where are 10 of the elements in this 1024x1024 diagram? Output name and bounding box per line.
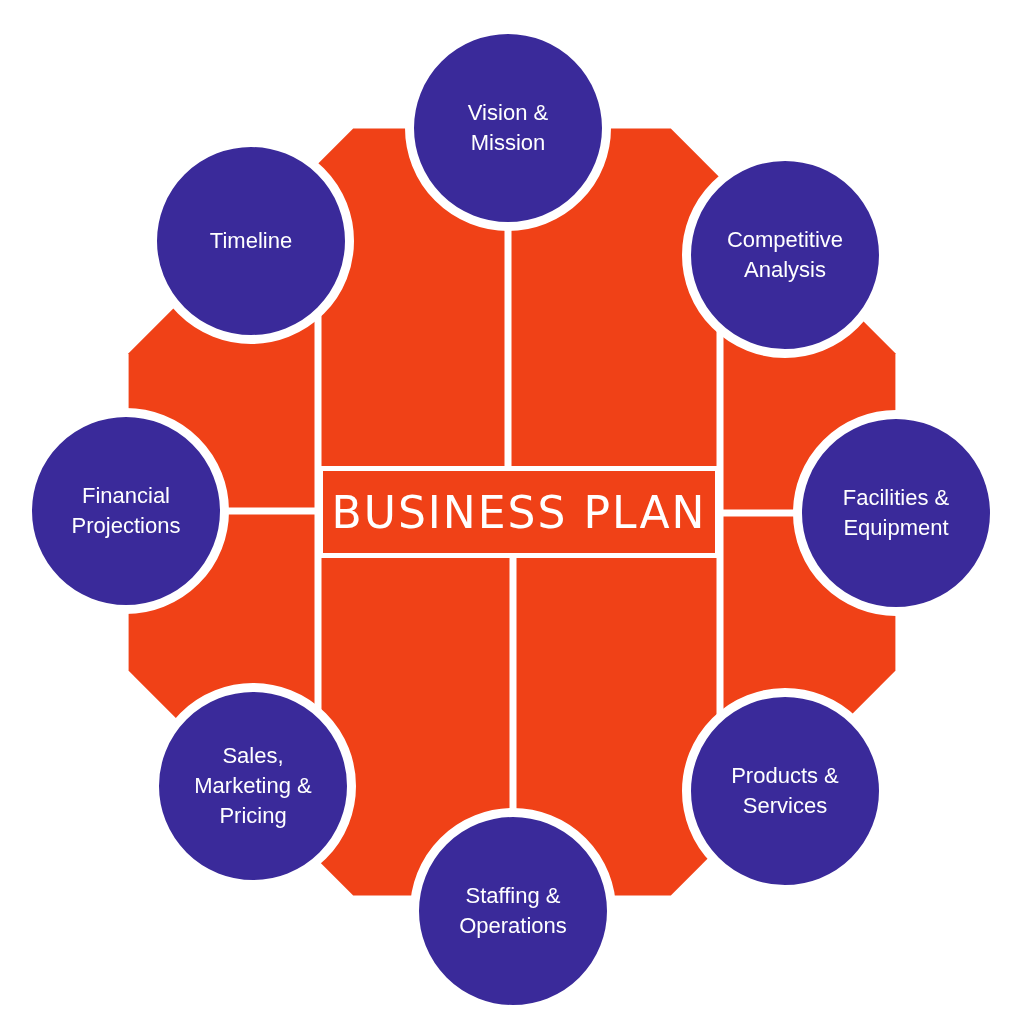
topic-label: Financial Projections	[70, 482, 182, 540]
topic-label: Timeline	[208, 227, 294, 255]
topic-label: Products & Services	[730, 762, 840, 820]
title-text: BUSINESS PLAN	[331, 486, 707, 538]
title-box	[318, 466, 720, 558]
topic-label: Sales, Marketing & Pricing	[193, 742, 313, 830]
topic-label: Competitive Analysis	[725, 226, 845, 284]
topic-label: Staffing & Operations	[458, 882, 568, 940]
topic-label: Vision & Mission	[466, 99, 550, 157]
topic-label: Facilities & Equipment	[841, 484, 951, 542]
